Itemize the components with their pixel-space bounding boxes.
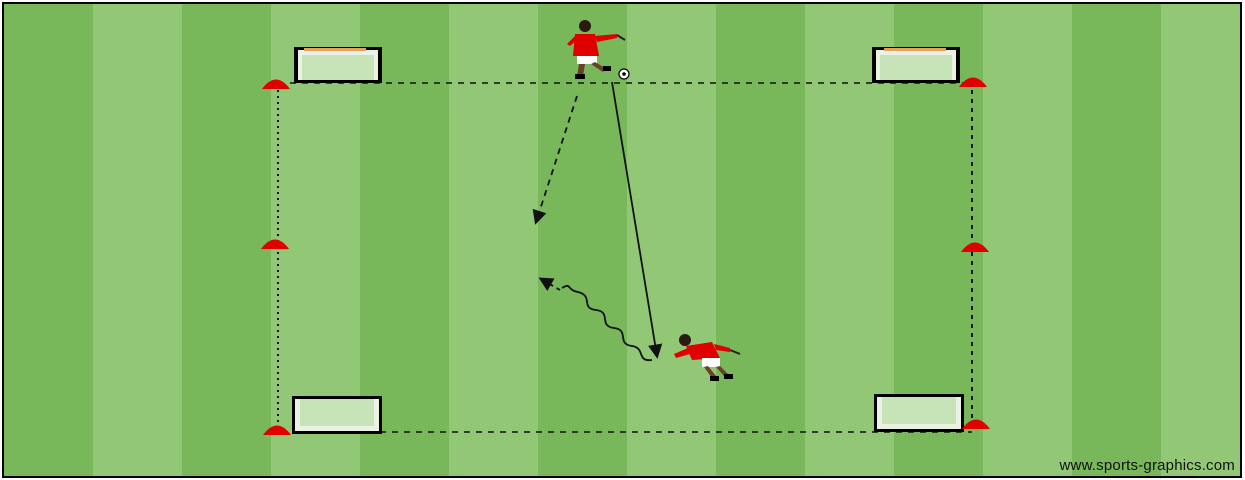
mini-goal-bottom-left (292, 396, 382, 434)
watermark-text: www.sports-graphics.com (1060, 457, 1235, 474)
grass-stripe (627, 4, 716, 476)
mini-goal-bottom-right (874, 394, 964, 432)
grass-stripe (1161, 4, 1240, 476)
mini-goal-top-right (872, 47, 960, 83)
grass-stripe (182, 4, 271, 476)
grass-stripe (4, 4, 93, 476)
grass-stripe (1072, 4, 1161, 476)
grass-stripe (716, 4, 805, 476)
grass-stripe (449, 4, 538, 476)
grass-stripe (93, 4, 182, 476)
mini-goal-top-left (294, 47, 382, 83)
grass-stripe (983, 4, 1072, 476)
ball (619, 69, 629, 79)
